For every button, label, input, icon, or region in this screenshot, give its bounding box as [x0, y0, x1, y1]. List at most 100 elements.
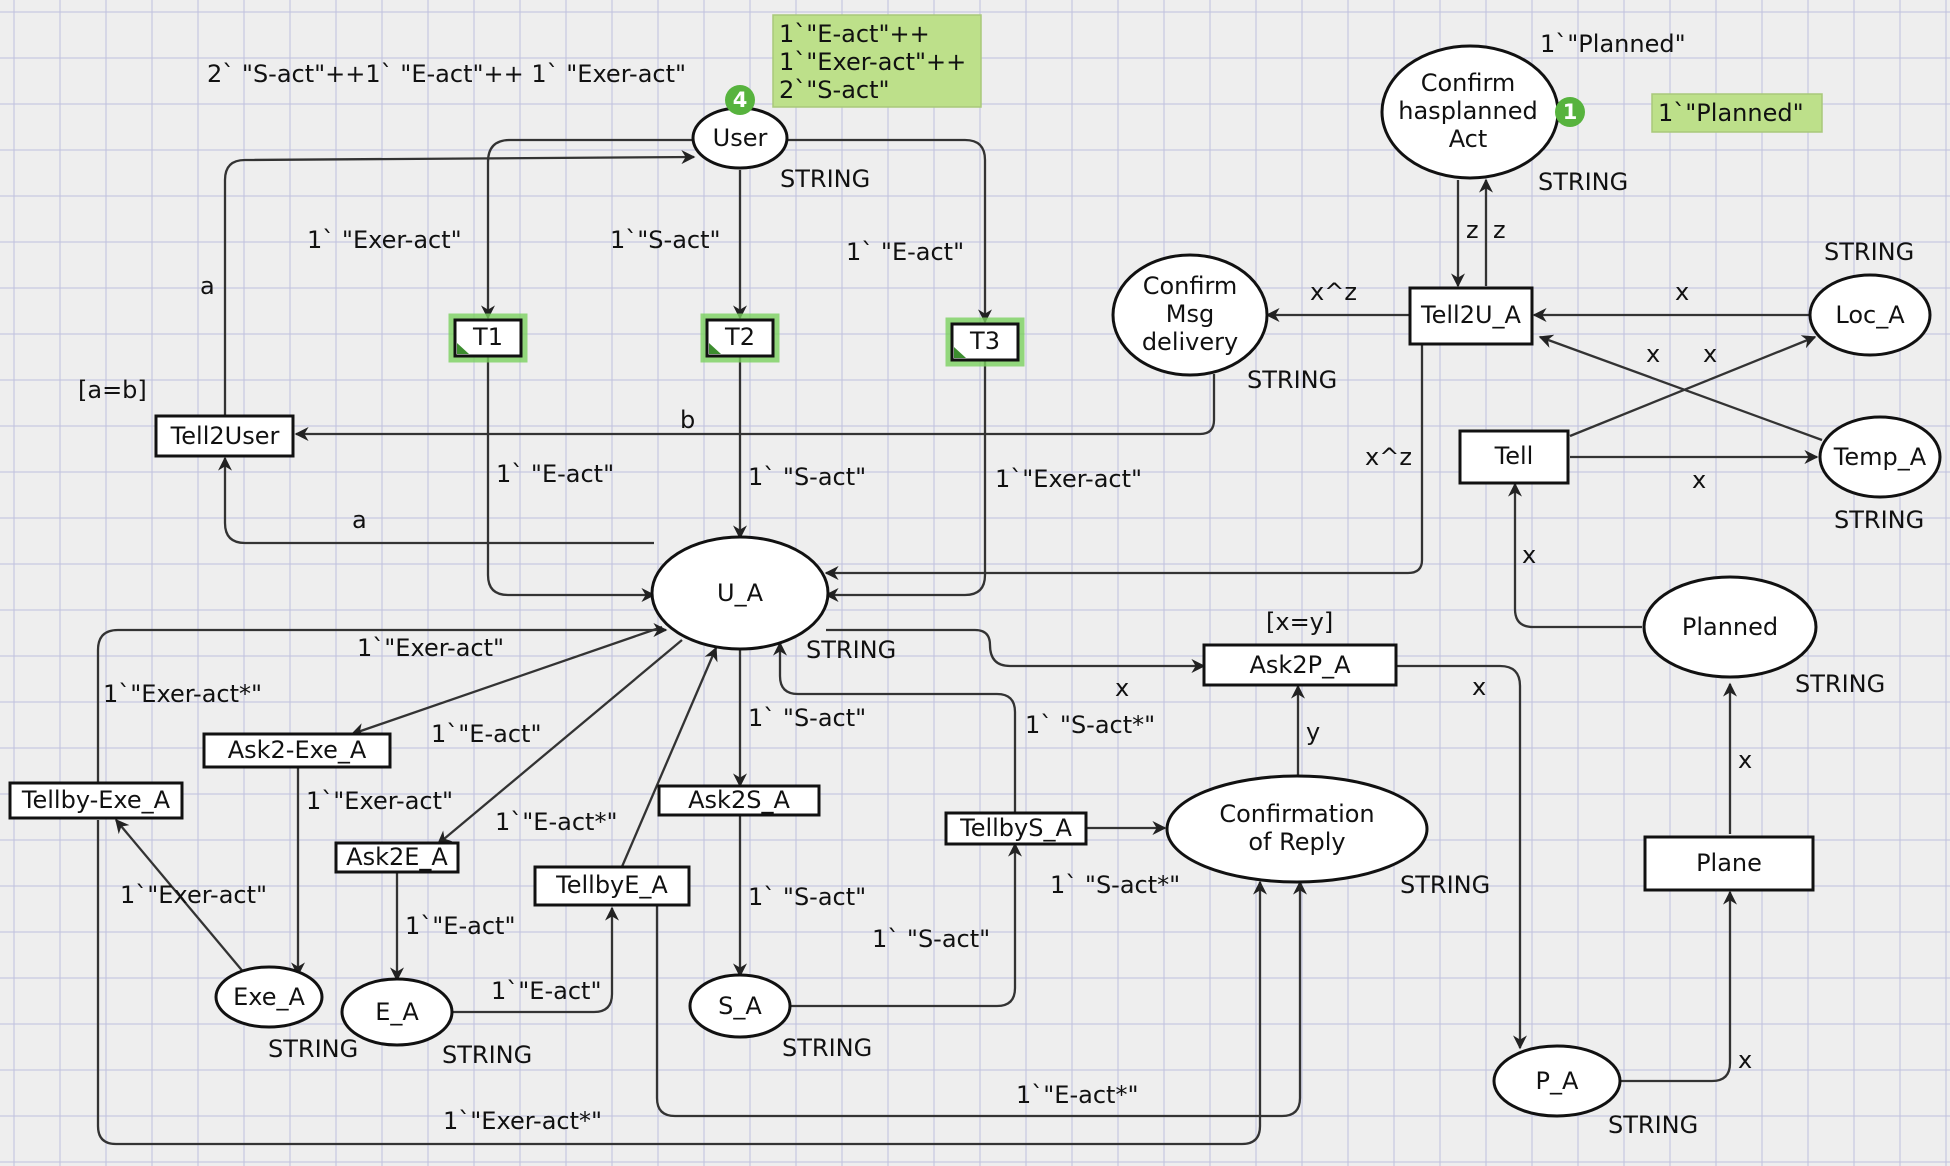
place-exe-a-name: Exe_A [233, 983, 305, 1011]
place-confirmation-of-reply[interactable]: Confirmation of Reply STRING [1165, 774, 1490, 899]
label-plane-planned: x [1738, 746, 1752, 774]
label-tellbys-conf: 1` "S-act*" [1050, 871, 1180, 899]
transition-plane[interactable]: Plane [1643, 835, 1815, 892]
place-user-name: User [713, 124, 768, 152]
place-temp-a[interactable]: Temp_A STRING [1818, 415, 1942, 534]
place-planned[interactable]: Planned STRING [1642, 575, 1885, 698]
transition-tell2user[interactable]: Tell2User [a=b] [78, 376, 295, 458]
place-p-a[interactable]: P_A STRING [1492, 1044, 1698, 1139]
label-exe-tellbyexe: 1`"Exer-act" [120, 881, 267, 909]
place-confirm-msg-name-3: delivery [1142, 328, 1238, 356]
label-ea-tellbye: 1`"E-act" [491, 977, 601, 1005]
label-tellbye-conf: 1`"E-act*" [1016, 1081, 1138, 1109]
label-ua-ask2exe: 1`"Exer-act" [357, 634, 504, 662]
arc-tellbye-conf[interactable] [655, 880, 1307, 1118]
arc-ua-ask2exe[interactable] [350, 625, 663, 737]
transition-ask2-exe-a-name: Ask2-Exe_A [228, 736, 367, 764]
place-planned-name: Planned [1682, 613, 1778, 641]
place-p-a-type: STRING [1608, 1111, 1698, 1139]
arc-planned-tell[interactable] [1508, 482, 1642, 629]
transition-tell2user-guard: [a=b] [78, 376, 147, 404]
transition-tellbye-a[interactable]: TellbyE_A [533, 865, 691, 907]
transition-tellbys-a-name: TellbyS_A [959, 814, 1072, 842]
place-user[interactable]: User STRING 2` "S-act"++1` "E-act"++ 1` … [207, 14, 982, 193]
arc-ea-tellbye[interactable] [452, 906, 619, 1014]
transition-tellby-exe-a[interactable]: Tellby-Exe_A [8, 781, 184, 820]
label-t3-ua: 1`"Exer-act" [995, 465, 1142, 493]
arcs [96, 138, 1823, 1146]
transition-t2[interactable]: T2 [700, 313, 780, 363]
place-user-type: STRING [780, 165, 870, 193]
transition-t3[interactable]: T3 [945, 317, 1025, 367]
place-confirm-msg-type: STRING [1247, 366, 1337, 394]
place-confirmation-name-1: Confirmation [1219, 800, 1374, 828]
label-t2-ua: 1` "S-act" [748, 463, 866, 491]
arc-tell-loc[interactable] [1569, 335, 1817, 438]
place-u-a[interactable]: U_A STRING [650, 535, 896, 664]
place-s-a-name: S_A [718, 992, 762, 1020]
transition-t1[interactable]: T1 [448, 313, 528, 363]
transition-ask2p-a[interactable]: Ask2P_A [x=y] [1202, 608, 1398, 687]
arc-msg-tell2user[interactable] [294, 374, 1216, 441]
place-confirm-hasplanned-act[interactable]: Confirm hasplanned Act STRING 1`"Planned… [1380, 30, 1823, 196]
transition-ask2e-a[interactable]: Ask2E_A [334, 841, 460, 874]
arc-labels: 1` "Exer-act" 1`"S-act" 1` "E-act" 1` "E… [103, 216, 1752, 1135]
place-exe-a-type: STRING [268, 1035, 358, 1063]
label-confirm-z-up: z [1493, 216, 1506, 244]
arc-tellbye-ua[interactable] [619, 646, 718, 870]
place-loc-a-name: Loc_A [1835, 301, 1905, 329]
arc-tell2user-user[interactable] [223, 150, 696, 416]
transition-tellby-exe-a-name: Tellby-Exe_A [21, 786, 171, 814]
place-temp-a-name: Temp_A [1833, 443, 1927, 471]
transition-ask2s-a-name: Ask2S_A [688, 786, 790, 814]
place-exe-a[interactable]: Exe_A STRING [214, 965, 358, 1063]
place-temp-a-type: STRING [1834, 506, 1924, 534]
transition-tell2u-a-name: Tell2U_A [1420, 301, 1522, 329]
place-confirm-hasplanned-current-marking[interactable] [1651, 93, 1823, 133]
arc-user-t1[interactable] [481, 138, 700, 320]
arc-tellbyexe-ua[interactable] [96, 623, 668, 784]
place-p-a-name: P_A [1536, 1067, 1579, 1095]
place-s-a[interactable]: S_A STRING [688, 973, 872, 1062]
label-loc-tell2ua: x [1675, 278, 1689, 306]
arc-t3-ua[interactable] [824, 360, 987, 602]
place-user-initial-marking: 2` "S-act"++1` "E-act"++ 1` "Exer-act" [207, 60, 686, 88]
arc-ua-ask2e[interactable] [436, 639, 683, 845]
arc-user-t3[interactable] [780, 138, 992, 324]
label-ua-ask2p: x [1115, 674, 1129, 702]
arc-pa-plane[interactable] [1620, 890, 1737, 1083]
place-confirm-hasplanned-token-number: 1 [1563, 100, 1578, 124]
label-planned-tell: x [1522, 541, 1536, 569]
transition-tell[interactable]: Tell [1458, 429, 1570, 485]
place-confirm-hasplanned-token-count[interactable] [1555, 97, 1585, 127]
place-confirm-hasplanned-type: STRING [1538, 168, 1628, 196]
label-tell2user-user: a [200, 272, 215, 300]
label-sa-tellbys: 1` "S-act" [872, 925, 990, 953]
place-user-current-marking[interactable] [772, 14, 982, 108]
place-e-a[interactable]: E_A STRING [340, 977, 532, 1069]
arc-tellbyexe-conf[interactable] [96, 820, 1267, 1146]
arc-ua-ask2p[interactable] [826, 628, 1206, 673]
arc-tellbys-ua[interactable] [773, 641, 1017, 812]
place-confirm-hasplanned-name-2: hasplanned [1398, 97, 1537, 125]
arc-exe-tellbyexe[interactable] [115, 818, 246, 975]
transition-tell2u-a[interactable]: Tell2U_A [1408, 286, 1534, 346]
place-user-marking-line-2: 1`"Exer-act"++ [779, 48, 966, 76]
arc-temp-tell2ua[interactable] [1538, 334, 1823, 442]
arc-t1-ua[interactable] [486, 356, 656, 602]
place-user-token-count[interactable] [725, 85, 755, 115]
place-confirm-msg-delivery[interactable]: Confirm Msg delivery STRING [1111, 253, 1337, 394]
label-tellbys-ua: 1` "S-act*" [1025, 711, 1155, 739]
place-confirm-hasplanned-initial: 1`"Planned" [1540, 30, 1686, 58]
arc-ua-tell2user[interactable] [218, 456, 654, 545]
transition-ask2-exe-a[interactable]: Ask2-Exe_A [202, 732, 392, 769]
arc-tell2ua-ua[interactable] [824, 336, 1424, 580]
transition-ask2s-a[interactable]: Ask2S_A [657, 784, 821, 817]
arc-ask2p-pa[interactable] [1396, 664, 1527, 1050]
transition-tellbys-a[interactable]: TellbyS_A [944, 811, 1088, 846]
transition-tell2user-name: Tell2User [170, 422, 280, 450]
place-user-token-number: 4 [733, 88, 748, 112]
arc-sa-tellbys[interactable] [790, 842, 1022, 1008]
place-loc-a[interactable]: Loc_A STRING [1808, 238, 1932, 357]
